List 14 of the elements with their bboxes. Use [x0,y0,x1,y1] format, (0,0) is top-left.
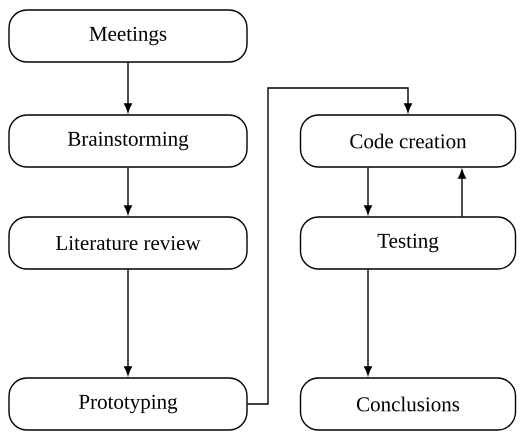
process-box: Prototyping [8,377,248,431]
arrow [124,270,132,376]
arrow [124,62,132,112]
arrow [458,170,466,216]
arrow [364,270,372,376]
process-box: Code creation [300,114,516,168]
arrow [364,168,372,214]
arrow [248,87,412,405]
process-box: Literature review [8,216,248,270]
process-box: Testing [300,216,516,270]
process-box: Brainstorming [8,114,248,168]
process-box: Meetings [8,9,248,63]
process-box: Conclusions [300,377,516,431]
arrow [124,168,132,214]
